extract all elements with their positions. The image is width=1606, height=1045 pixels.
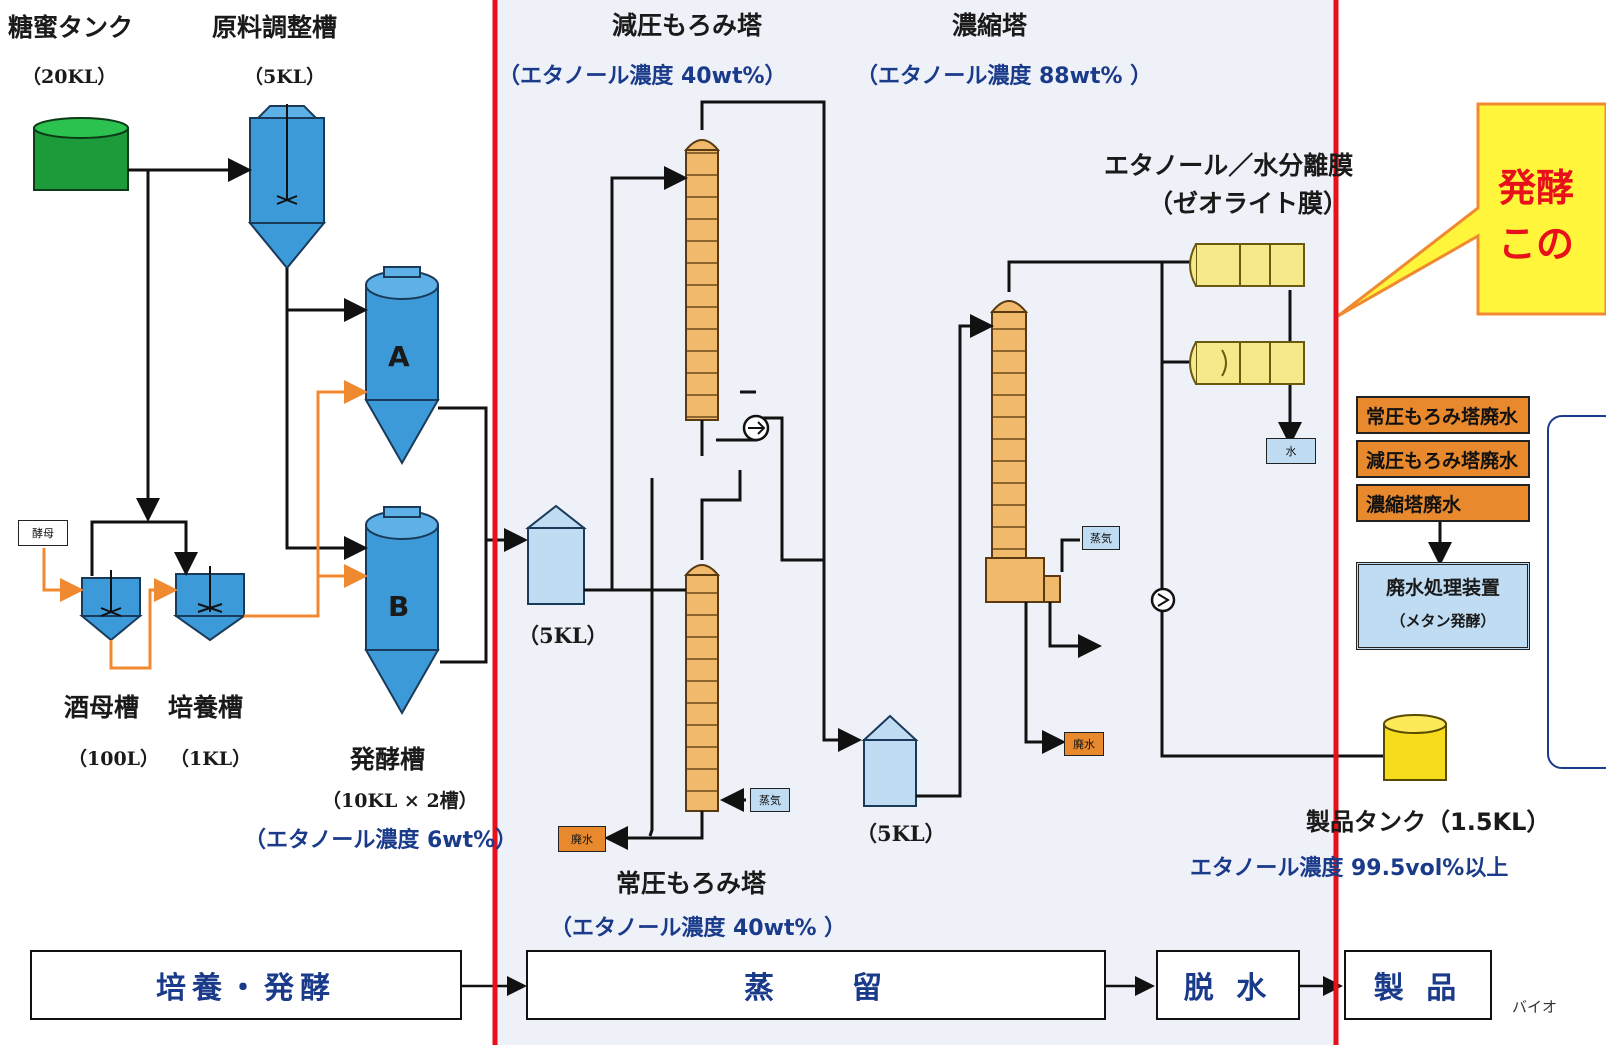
yeast-lines [42,380,368,670]
stage-product: 製 品 [1344,950,1492,1020]
molasses-cap-label: （20KL） [22,66,117,88]
tank-a-label: A [388,340,410,373]
callout-bubble [1337,102,1606,318]
buffer-tank-2-cap: （5KL） [856,821,946,846]
steam-tag-1: 蒸気 [750,788,790,812]
vacuum-column-concentration: （エタノール濃度 40wt%） [498,64,787,89]
waste-treatment-box: 廃水処理装置 （メタン発酵） [1356,562,1530,650]
atmospheric-column-concentration: （エタノール濃度 40wt% ） [550,916,847,941]
feed-lines [90,158,528,664]
buffer-tank-2 [861,714,919,807]
waste-tag-1: 廃水 [558,826,606,852]
waste-item-2: 減圧もろみ塔廃水 [1356,440,1530,478]
product-concentration: エタノール濃度 99.5vol%以上 [1190,856,1509,881]
culture-tank-label: 培養槽 [168,693,244,722]
membrane-module-top [1189,243,1305,287]
molasses-tank [33,117,129,191]
tank-b-label: B [388,590,410,623]
footer-note: バイオ [1512,998,1558,1016]
stage-dehydration: 脱 水 [1156,950,1300,1020]
water-tag: 水 [1266,438,1316,464]
ferment-concentration: （エタノール濃度 6wt%） [244,828,518,853]
membrane-label: エタノール／水分離膜 [1104,151,1354,180]
waste-item-3: 濃縮塔廃水 [1356,484,1530,522]
callout-text: 発酵 この [1498,166,1575,266]
stage-distillation: 蒸 留 [526,950,1106,1020]
ferment-tank-label: 発酵槽 [350,745,426,774]
waste-treatment-title: 廃水処理装置 [1385,577,1500,599]
culture-tank [172,566,248,642]
ferment-cap-label: （10KL × 2槽） [322,790,478,812]
starter-tank-label: 酒母槽 [64,693,140,722]
prep-tank [247,104,327,270]
starter-cap-label: （100L） [68,748,160,770]
distillation-region-bg [495,0,1337,1045]
atmospheric-column-label: 常圧もろみ塔 [616,869,767,898]
waste-item-1: 常圧もろみ塔廃水 [1356,396,1530,434]
waste-tag-2: 廃水 [1064,732,1104,756]
steam-tag-2: 蒸気 [1082,526,1120,550]
vacuum-column [683,139,721,421]
molasses-tank-label: 糖蜜タンク [8,13,134,42]
distillation-lines [584,100,862,850]
buffer-tank-1-cap: （5KL） [518,623,608,648]
yeast-tag: 酵母 [18,520,68,546]
right-frame [1547,415,1606,769]
pump-icon [1150,587,1176,613]
product-tank-label: 製品タンク（1.5KL） [1306,808,1551,836]
concentrator-concentration: （エタノール濃度 88wt% ） [856,64,1153,89]
vacuum-column-label: 減圧もろみ塔 [612,11,763,40]
ferment-tank-a [364,266,440,466]
prep-cap-label: （5KL） [244,66,326,88]
buffer-tank-1 [525,504,587,605]
reboiler-icon [742,414,770,442]
membrane-module-bottom [1189,341,1305,385]
prep-tank-label: 原料調整槽 [212,13,338,42]
stage-culture-fermentation: 培養・発酵 [30,950,462,1020]
concentrator-column [985,300,1061,603]
starter-tank [79,570,143,642]
waste-treatment-subtitle: （メタン発酵） [1390,612,1496,630]
concentrator-label: 濃縮塔 [952,11,1028,40]
membrane-sublabel: （ゼオライト膜） [1148,189,1349,218]
concentrator-lines [916,260,1408,798]
atmospheric-column [683,564,721,812]
ferment-tank-b [364,506,440,716]
culture-cap-label: （1KL） [170,748,252,770]
product-tank [1383,714,1447,781]
